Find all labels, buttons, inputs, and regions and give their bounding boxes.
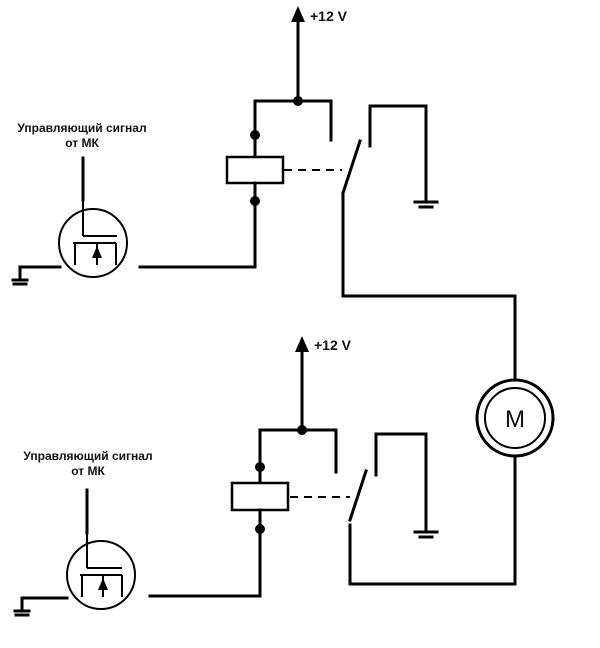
top-coil-lower-junction (250, 196, 260, 206)
top-mosfet (58, 200, 128, 278)
motor (475, 378, 555, 458)
motor-label: M (505, 406, 525, 433)
top-supply-label: +12 V (310, 8, 348, 24)
top-relay-coil (225, 155, 285, 185)
bottom-relay-switch (348, 432, 439, 539)
top-relay-wiring (138, 96, 342, 269)
bottom-mosfet-ground (13, 596, 69, 617)
bottom-circuit: +12 V Управляющий (13, 336, 439, 617)
top-mosfet-ground (11, 265, 62, 286)
bottom-relay-wiring (148, 425, 350, 598)
bottom-supply-label: +12 V (314, 337, 352, 353)
top-relay-switch (341, 104, 439, 298)
top-control-label-line1: Управляющий сигнал (17, 121, 146, 135)
motor-wiring (341, 294, 517, 586)
top-supply-junction (293, 96, 303, 106)
bottom-relay-coil (230, 481, 290, 512)
bottom-mosfet (66, 533, 136, 610)
bottom-control-label-line2: от МК (71, 464, 105, 478)
bottom-coil-upper-junction (255, 462, 265, 472)
top-control-label-line2: от МК (65, 136, 99, 150)
bottom-control-label-line1: Управляющий сигнал (23, 449, 152, 463)
top-coil-upper-junction (250, 130, 260, 140)
top-supply-arrow (291, 6, 305, 102)
top-circuit: +12 V (11, 6, 439, 298)
bottom-coil-lower-junction (255, 524, 265, 534)
bottom-supply-arrow (295, 336, 309, 432)
bottom-supply-junction (297, 425, 307, 435)
